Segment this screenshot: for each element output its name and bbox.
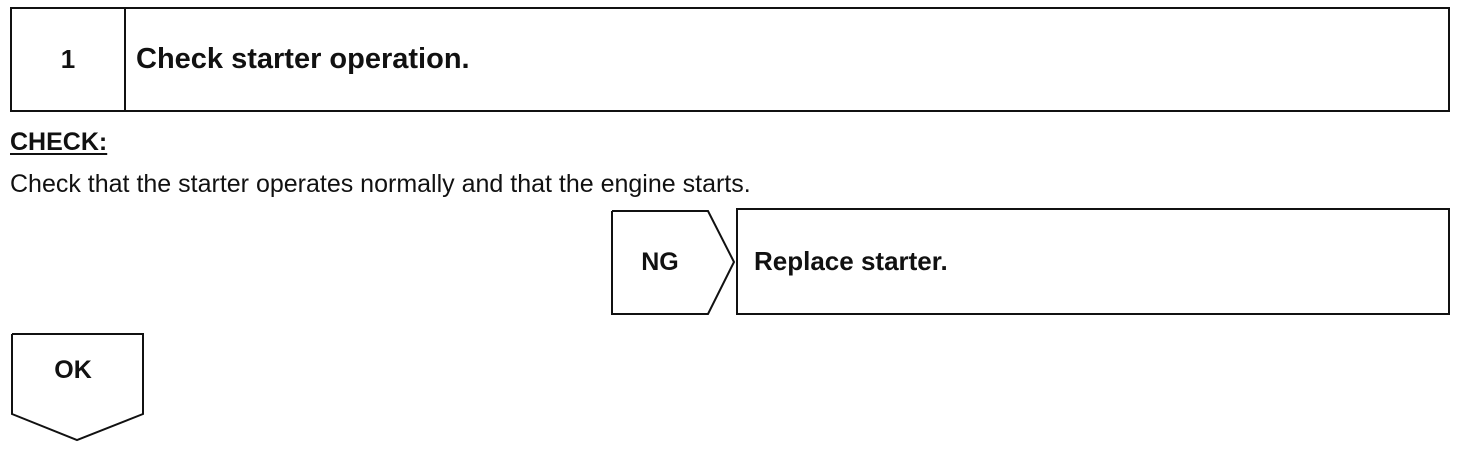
check-heading: CHECK: xyxy=(10,128,108,156)
ng-arrow-shape xyxy=(610,209,735,316)
ng-action-box: Replace starter. xyxy=(736,208,1450,315)
ok-arrow-shape xyxy=(10,332,146,442)
step-header-box: 1 Check starter operation. xyxy=(10,7,1450,112)
ng-label: NG xyxy=(641,248,679,276)
ng-action-text: Replace starter. xyxy=(754,246,948,276)
check-instruction: Check that the starter operates normally… xyxy=(10,170,751,198)
ok-label: OK xyxy=(54,356,92,384)
step-title: Check starter operation. xyxy=(136,43,470,75)
step-number: 1 xyxy=(12,9,126,110)
